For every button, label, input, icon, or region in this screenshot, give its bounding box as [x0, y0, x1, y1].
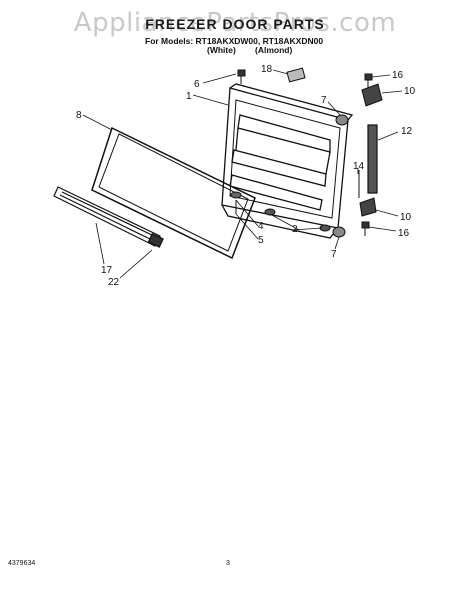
door-liner	[221, 83, 354, 239]
document-number: 4379634	[8, 560, 36, 567]
models-line: For Models: RT18AKXDW00, RT18AKXDN00	[145, 36, 324, 46]
callout-18: 18	[261, 64, 273, 75]
hinge-bottom	[359, 197, 377, 217]
watermark: AppliancePartsPros.com	[73, 8, 397, 38]
hinge-top	[361, 83, 383, 107]
label-18	[286, 67, 306, 83]
door-gasket	[91, 126, 256, 260]
callout-1: 1	[186, 91, 192, 102]
callout-7-top: 7	[321, 95, 327, 106]
hinge-bracket	[367, 124, 378, 194]
callout-12: 12	[401, 126, 413, 137]
door-shelf-bar	[53, 186, 164, 248]
callout-2: 2	[292, 224, 298, 235]
cap-7-bottom	[332, 226, 346, 238]
callout-10-bottom: 10	[400, 212, 412, 223]
leader-lines	[82, 69, 403, 279]
callout-6: 6	[194, 79, 200, 90]
callout-7-bottom: 7	[331, 249, 337, 260]
page-title: FREEZER DOOR PARTS	[145, 16, 325, 32]
screw-6	[237, 69, 246, 84]
callout-14: 14	[353, 161, 365, 172]
door-stop-2a	[264, 208, 276, 216]
screw-16-bottom	[361, 221, 370, 236]
callout-22: 22	[108, 277, 120, 288]
callout-16-top: 16	[392, 70, 404, 81]
screw-16-top	[364, 73, 373, 88]
callout-4: 4	[258, 221, 264, 232]
page-number: 3	[226, 560, 230, 567]
callout-16-bottom: 16	[398, 228, 410, 239]
cap-7-top	[335, 114, 349, 126]
finish-almond: (Almond)	[255, 45, 293, 55]
callout-5: 5	[258, 235, 264, 246]
callout-17: 17	[101, 265, 113, 276]
callout-8: 8	[76, 110, 82, 121]
part-4	[230, 191, 242, 199]
finish-white: (White)	[207, 45, 236, 55]
callout-10-top: 10	[404, 86, 416, 97]
